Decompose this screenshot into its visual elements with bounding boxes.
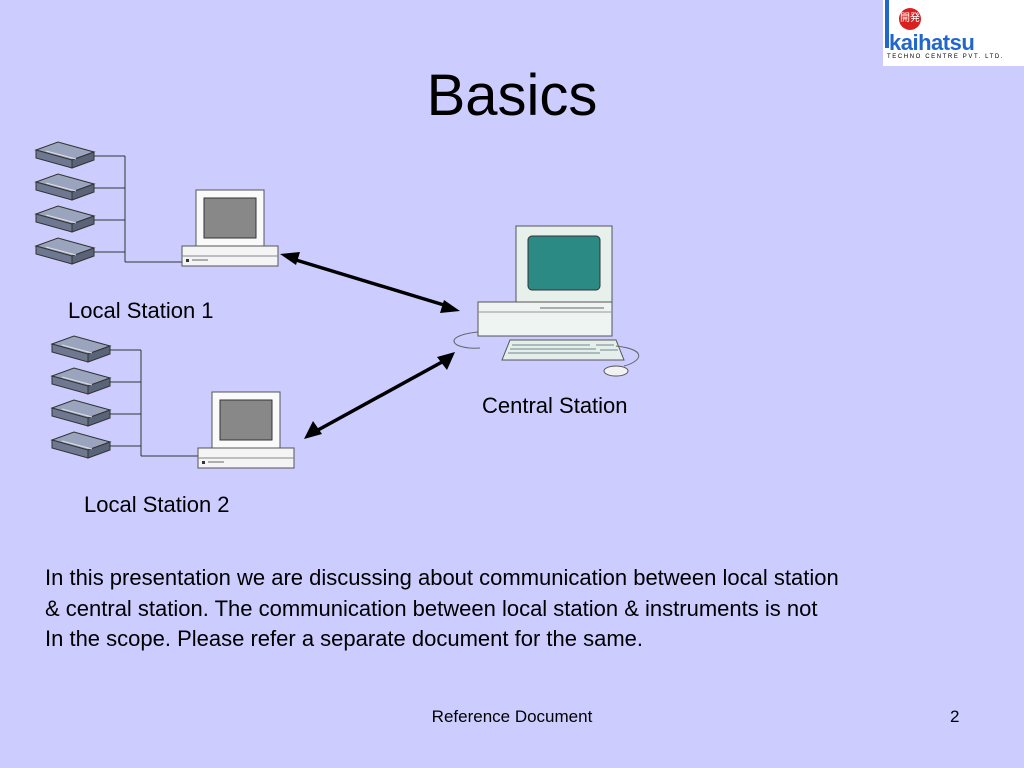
body-line: In this presentation we are discussing a… xyxy=(45,565,839,590)
central-station-label: Central Station xyxy=(482,393,628,418)
company-logo: 開発 kaihatsu TECHNO CENTRE PVT. LTD. xyxy=(883,0,1024,66)
body-line: & central station. The communication bet… xyxy=(45,595,818,621)
arrowhead xyxy=(437,352,455,370)
logo-tagline: TECHNO CENTRE PVT. LTD. xyxy=(887,54,1005,60)
arrowhead xyxy=(440,300,460,313)
instrument-icon xyxy=(35,141,95,169)
page-number: 2 xyxy=(950,707,960,726)
slide-title: Basics xyxy=(426,63,598,128)
arrowhead xyxy=(280,252,300,265)
instrument-wiring-1 xyxy=(94,155,182,263)
link-arrow-station-2 xyxy=(317,360,443,432)
footer-reference: Reference Document xyxy=(431,707,593,726)
instrument-icon xyxy=(51,335,111,363)
central-station-computer-icon xyxy=(453,225,640,377)
local-station-2-group xyxy=(51,335,295,469)
instrument-icon xyxy=(51,431,111,459)
local-pc-icon xyxy=(181,189,279,267)
link-arrows xyxy=(280,252,460,439)
instrument-icon xyxy=(35,173,95,201)
link-arrow-station-1 xyxy=(295,258,445,307)
local-station-1-label: Local Station 1 xyxy=(68,298,214,323)
instrument-icon xyxy=(51,367,111,395)
instrument-icon xyxy=(51,399,111,427)
arrowhead xyxy=(304,421,322,439)
logo-seal-icon: 開発 xyxy=(899,8,921,30)
body-paragraph: In this presentation we are discussing a… xyxy=(45,563,985,655)
logo-bar xyxy=(885,0,889,48)
local-station-1-group xyxy=(35,141,279,267)
instrument-wiring-2 xyxy=(110,349,198,457)
body-line: In the scope. Please refer a separate do… xyxy=(45,626,644,651)
instrument-icon xyxy=(35,237,95,265)
local-pc-icon xyxy=(197,391,295,469)
instrument-icon xyxy=(35,205,95,233)
local-station-2-label: Local Station 2 xyxy=(84,492,230,517)
logo-name: kaihatsu xyxy=(889,30,975,55)
